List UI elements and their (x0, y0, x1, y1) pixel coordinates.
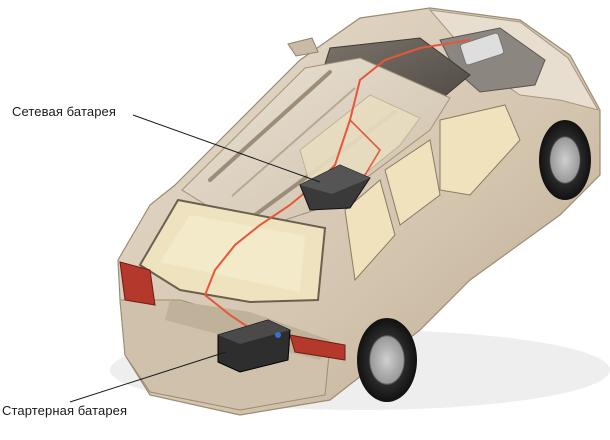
wiring-branch (349, 119, 382, 176)
tail-light-left (119, 261, 156, 306)
cargo-floor (160, 215, 305, 292)
starter-battery (217, 319, 291, 373)
side-window-quarter (344, 179, 396, 282)
leader-line-network (132, 114, 321, 183)
wiring-harness (203, 39, 471, 346)
wheel-rear-right (357, 318, 417, 402)
network-battery (299, 164, 371, 211)
side-window-rear (384, 139, 441, 226)
engine-cover (459, 32, 505, 66)
tail-light-right (289, 334, 346, 361)
side-window-front (439, 104, 521, 196)
roof-rail-left (208, 70, 332, 182)
side-mirror (287, 37, 319, 57)
label-starter-battery: Стартерная батарея (2, 403, 128, 418)
leader-line-starter (69, 351, 227, 403)
wheel-front-right (539, 120, 591, 200)
label-network-battery: Сетевая батарея (12, 104, 116, 119)
battery-terminal (275, 332, 281, 338)
roof-groove-1 (231, 87, 356, 197)
